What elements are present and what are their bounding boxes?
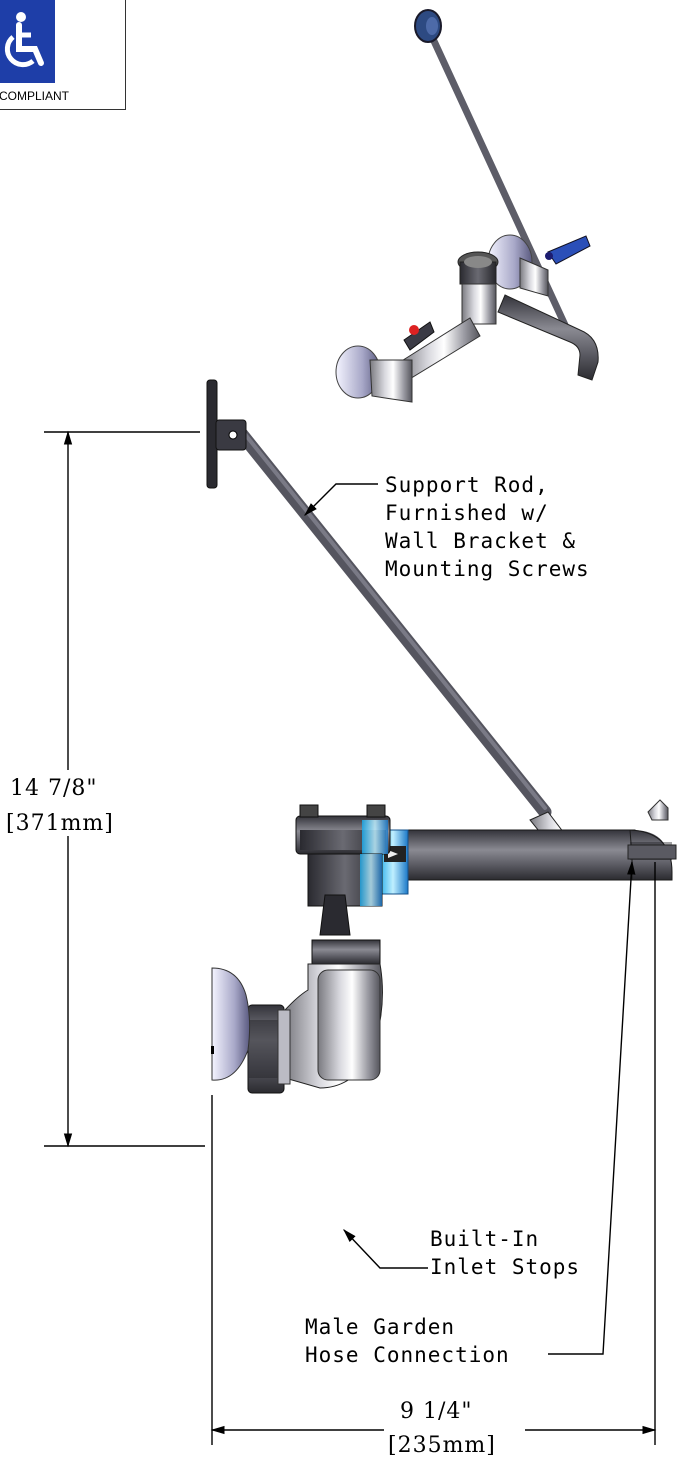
width-dimension-imperial: 9 1/4" — [400, 1399, 473, 1424]
width-dimension-metric: [235mm] — [388, 1433, 496, 1458]
leader-lines — [304, 483, 636, 1355]
callout-line: Furnished w/ — [385, 501, 549, 525]
callout-line: Wall Bracket & — [385, 529, 576, 553]
callout-line: Support Rod, — [385, 473, 549, 497]
isometric-faucet-view — [335, 9, 599, 403]
support-rod-callout: Support Rod, Furnished w/ Wall Bracket &… — [385, 473, 590, 581]
accessibility-icon — [0, 0, 55, 83]
callout-line: Mounting Screws — [385, 557, 590, 581]
height-dimension-imperial: 14 7/8" — [10, 776, 98, 801]
hose-connection-callout: Male Garden Hose Connection — [305, 1315, 510, 1367]
height-dimension-metric: [371mm] — [6, 811, 114, 836]
height-dimension — [44, 430, 205, 1148]
callout-line: Male Garden — [305, 1315, 455, 1339]
callout-line: Built-In — [430, 1227, 539, 1251]
inlet-stops-callout: Built-In Inlet Stops — [430, 1227, 580, 1279]
compliant-caption: COMPLIANT — [0, 89, 70, 103]
ada-compliance-badge: COMPLIANT — [0, 0, 126, 110]
callout-line: Hose Connection — [305, 1343, 510, 1367]
width-dimension — [210, 862, 657, 1445]
callout-line: Inlet Stops — [430, 1255, 580, 1279]
main-faucet-view — [206, 379, 677, 1094]
